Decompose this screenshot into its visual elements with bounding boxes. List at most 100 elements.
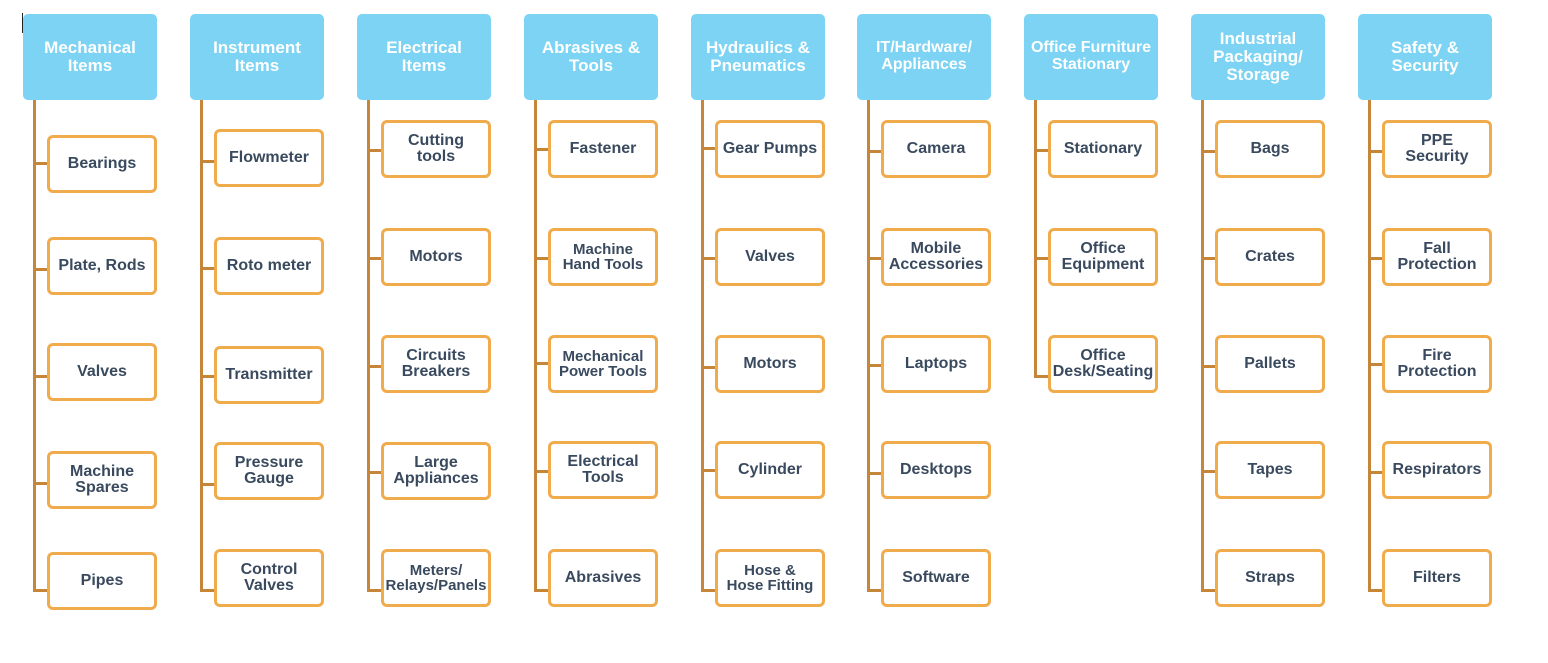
subcategory-box[interactable]: Bags xyxy=(1215,120,1325,178)
connector-branch xyxy=(701,469,716,472)
category-header: Abrasives & Tools xyxy=(524,14,658,100)
subcategory-box[interactable]: Mobile Accessories xyxy=(881,228,991,286)
category-header: Industrial Packaging/ Storage xyxy=(1191,14,1325,100)
connector-branch xyxy=(867,257,882,260)
subcategory-box[interactable]: Mechanical Power Tools xyxy=(548,335,658,393)
subcategory-box[interactable]: Motors xyxy=(715,335,825,393)
subcategory-box[interactable]: PPE Security xyxy=(1382,120,1492,178)
subcategory-box[interactable]: Cutting tools xyxy=(381,120,491,178)
connector-branch xyxy=(1368,150,1383,153)
category-column-electrical: Electrical Items Cutting tools Motors Ci… xyxy=(357,0,497,663)
subcategory-box[interactable]: Software xyxy=(881,549,991,607)
connector-branch xyxy=(1201,365,1216,368)
connector-line xyxy=(1368,100,1371,592)
connector-branch xyxy=(33,268,48,271)
subcategory-box[interactable]: Machine Spares xyxy=(47,451,157,509)
connector-branch xyxy=(33,589,48,592)
subcategory-box[interactable]: Office Equipment xyxy=(1048,228,1158,286)
category-header: Electrical Items xyxy=(357,14,491,100)
connector-branch xyxy=(200,160,215,163)
connector-branch xyxy=(200,267,215,270)
subcategory-box[interactable]: Gear Pumps xyxy=(715,120,825,178)
connector-line xyxy=(701,100,704,592)
connector-branch xyxy=(534,589,549,592)
connector-branch xyxy=(534,470,549,473)
subcategory-box[interactable]: Machine Hand Tools xyxy=(548,228,658,286)
category-header: Safety & Security xyxy=(1358,14,1492,100)
connector-branch xyxy=(867,150,882,153)
connector-branch xyxy=(367,149,382,152)
connector-branch xyxy=(367,471,382,474)
subcategory-box[interactable]: Filters xyxy=(1382,549,1492,607)
subcategory-box[interactable]: Stationary xyxy=(1048,120,1158,178)
category-column-abrasives: Abrasives & Tools Fastener Machine Hand … xyxy=(524,0,664,663)
category-column-mechanical: Mechanical Items Bearings Plate, Rods Va… xyxy=(23,0,163,663)
connector-branch xyxy=(534,148,549,151)
subcategory-box[interactable]: Pressure Gauge xyxy=(214,442,324,500)
category-column-instrument: Instrument Items Flowmeter Roto meter Tr… xyxy=(190,0,330,663)
subcategory-box[interactable]: Fire Protection xyxy=(1382,335,1492,393)
category-column-hydraulics: Hydraulics & Pneumatics Gear Pumps Valve… xyxy=(691,0,831,663)
connector-branch xyxy=(33,162,48,165)
subcategory-box[interactable]: Hose & Hose Fitting xyxy=(715,549,825,607)
subcategory-box[interactable]: Abrasives xyxy=(548,549,658,607)
subcategory-box[interactable]: Laptops xyxy=(881,335,991,393)
connector-branch xyxy=(701,366,716,369)
connector-branch xyxy=(1368,363,1383,366)
connector-line xyxy=(1034,100,1037,378)
category-column-industrial-packaging: Industrial Packaging/ Storage Bags Crate… xyxy=(1191,0,1331,663)
connector-branch xyxy=(534,257,549,260)
connector-branch xyxy=(33,482,48,485)
subcategory-box[interactable]: Office Desk/Seating xyxy=(1048,335,1158,393)
subcategory-box[interactable]: Electrical Tools xyxy=(548,441,658,499)
connector-branch xyxy=(367,257,382,260)
connector-branch xyxy=(701,257,716,260)
connector-branch xyxy=(867,589,882,592)
connector-branch xyxy=(367,365,382,368)
category-header: Office Furniture Stationary xyxy=(1024,14,1158,100)
subcategory-box[interactable]: Straps xyxy=(1215,549,1325,607)
subcategory-box[interactable]: Bearings xyxy=(47,135,157,193)
subcategory-box[interactable]: Valves xyxy=(715,228,825,286)
connector-branch xyxy=(1201,589,1216,592)
connector-branch xyxy=(200,483,215,486)
subcategory-box[interactable]: Pallets xyxy=(1215,335,1325,393)
subcategory-box[interactable]: Transmitter xyxy=(214,346,324,404)
text-cursor xyxy=(22,13,23,33)
subcategory-box[interactable]: Respirators xyxy=(1382,441,1492,499)
category-header: Mechanical Items xyxy=(23,14,157,100)
subcategory-box[interactable]: Meters/ Relays/Panels xyxy=(381,549,491,607)
subcategory-box[interactable]: Fall Protection xyxy=(1382,228,1492,286)
connector-branch xyxy=(1034,257,1049,260)
connector-branch xyxy=(1201,150,1216,153)
connector-branch xyxy=(867,364,882,367)
subcategory-box[interactable]: Valves xyxy=(47,343,157,401)
subcategory-box[interactable]: Control Valves xyxy=(214,549,324,607)
connector-line xyxy=(33,100,36,592)
connector-branch xyxy=(1201,257,1216,260)
connector-branch xyxy=(200,589,215,592)
subcategory-box[interactable]: Flowmeter xyxy=(214,129,324,187)
connector-branch xyxy=(1034,375,1049,378)
category-column-it-hardware: IT/Hardware/ Appliances Camera Mobile Ac… xyxy=(857,0,997,663)
subcategory-box[interactable]: Plate, Rods xyxy=(47,237,157,295)
connector-branch xyxy=(534,362,549,365)
connector-branch xyxy=(867,472,882,475)
subcategory-box[interactable]: Camera xyxy=(881,120,991,178)
subcategory-box[interactable]: Pipes xyxy=(47,552,157,610)
subcategory-box[interactable]: Roto meter xyxy=(214,237,324,295)
subcategory-box[interactable]: Tapes xyxy=(1215,441,1325,499)
subcategory-box[interactable]: Cylinder xyxy=(715,441,825,499)
subcategory-box[interactable]: Fastener xyxy=(548,120,658,178)
subcategory-box[interactable]: Crates xyxy=(1215,228,1325,286)
connector-branch xyxy=(1368,471,1383,474)
subcategory-box[interactable]: Motors xyxy=(381,228,491,286)
connector-branch xyxy=(1034,149,1049,152)
category-header: Hydraulics & Pneumatics xyxy=(691,14,825,100)
subcategory-box[interactable]: Circuits Breakers xyxy=(381,335,491,393)
connector-branch xyxy=(200,375,215,378)
connector-line xyxy=(867,100,870,592)
subcategory-box[interactable]: Large Appliances xyxy=(381,442,491,500)
connector-branch xyxy=(1368,257,1383,260)
subcategory-box[interactable]: Desktops xyxy=(881,441,991,499)
